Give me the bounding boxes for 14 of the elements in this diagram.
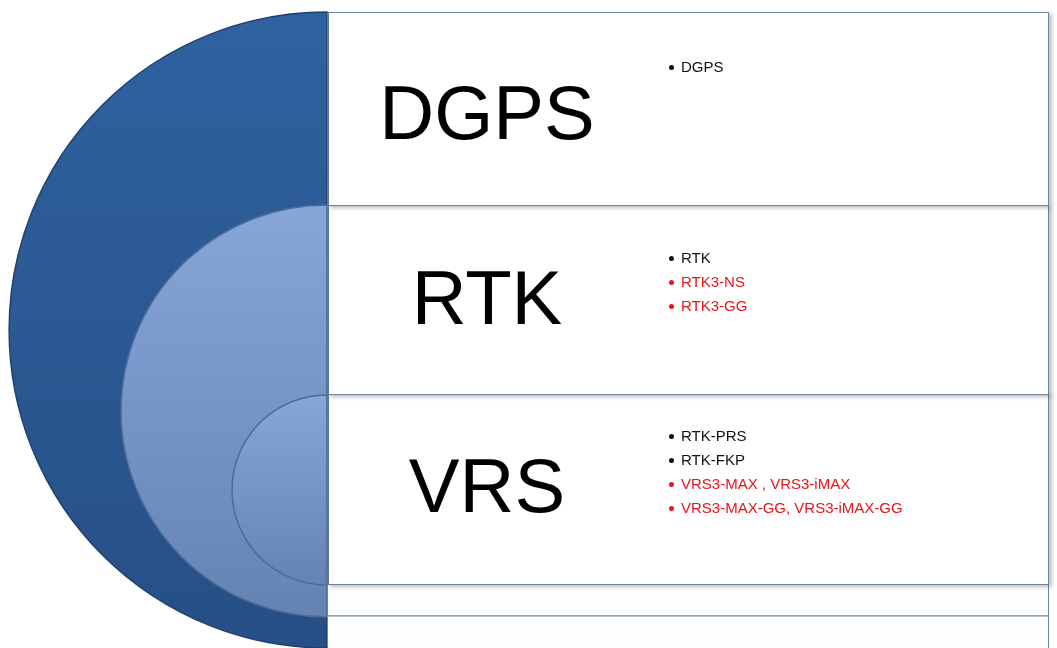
section-heading: RTK [410,260,564,336]
list-item: RTK-PRS [681,427,747,444]
section-heading: DGPS [378,75,596,151]
list-item: VRS3-MAX-GG, VRS3-iMAX-GG [681,499,903,516]
list-item: VRS3-MAX , VRS3-iMAX [681,475,851,492]
list-item: DGPS [681,58,724,75]
list-item: RTK3-NS [681,273,745,290]
list-item: RTK [681,249,711,266]
list-item: RTK-FKP [681,451,745,468]
text-panel [327,205,1049,395]
section-heading: VRS [407,448,567,524]
list-item: RTK3-GG [681,297,748,314]
text-panel [327,12,1049,206]
text-panel [327,393,1049,585]
